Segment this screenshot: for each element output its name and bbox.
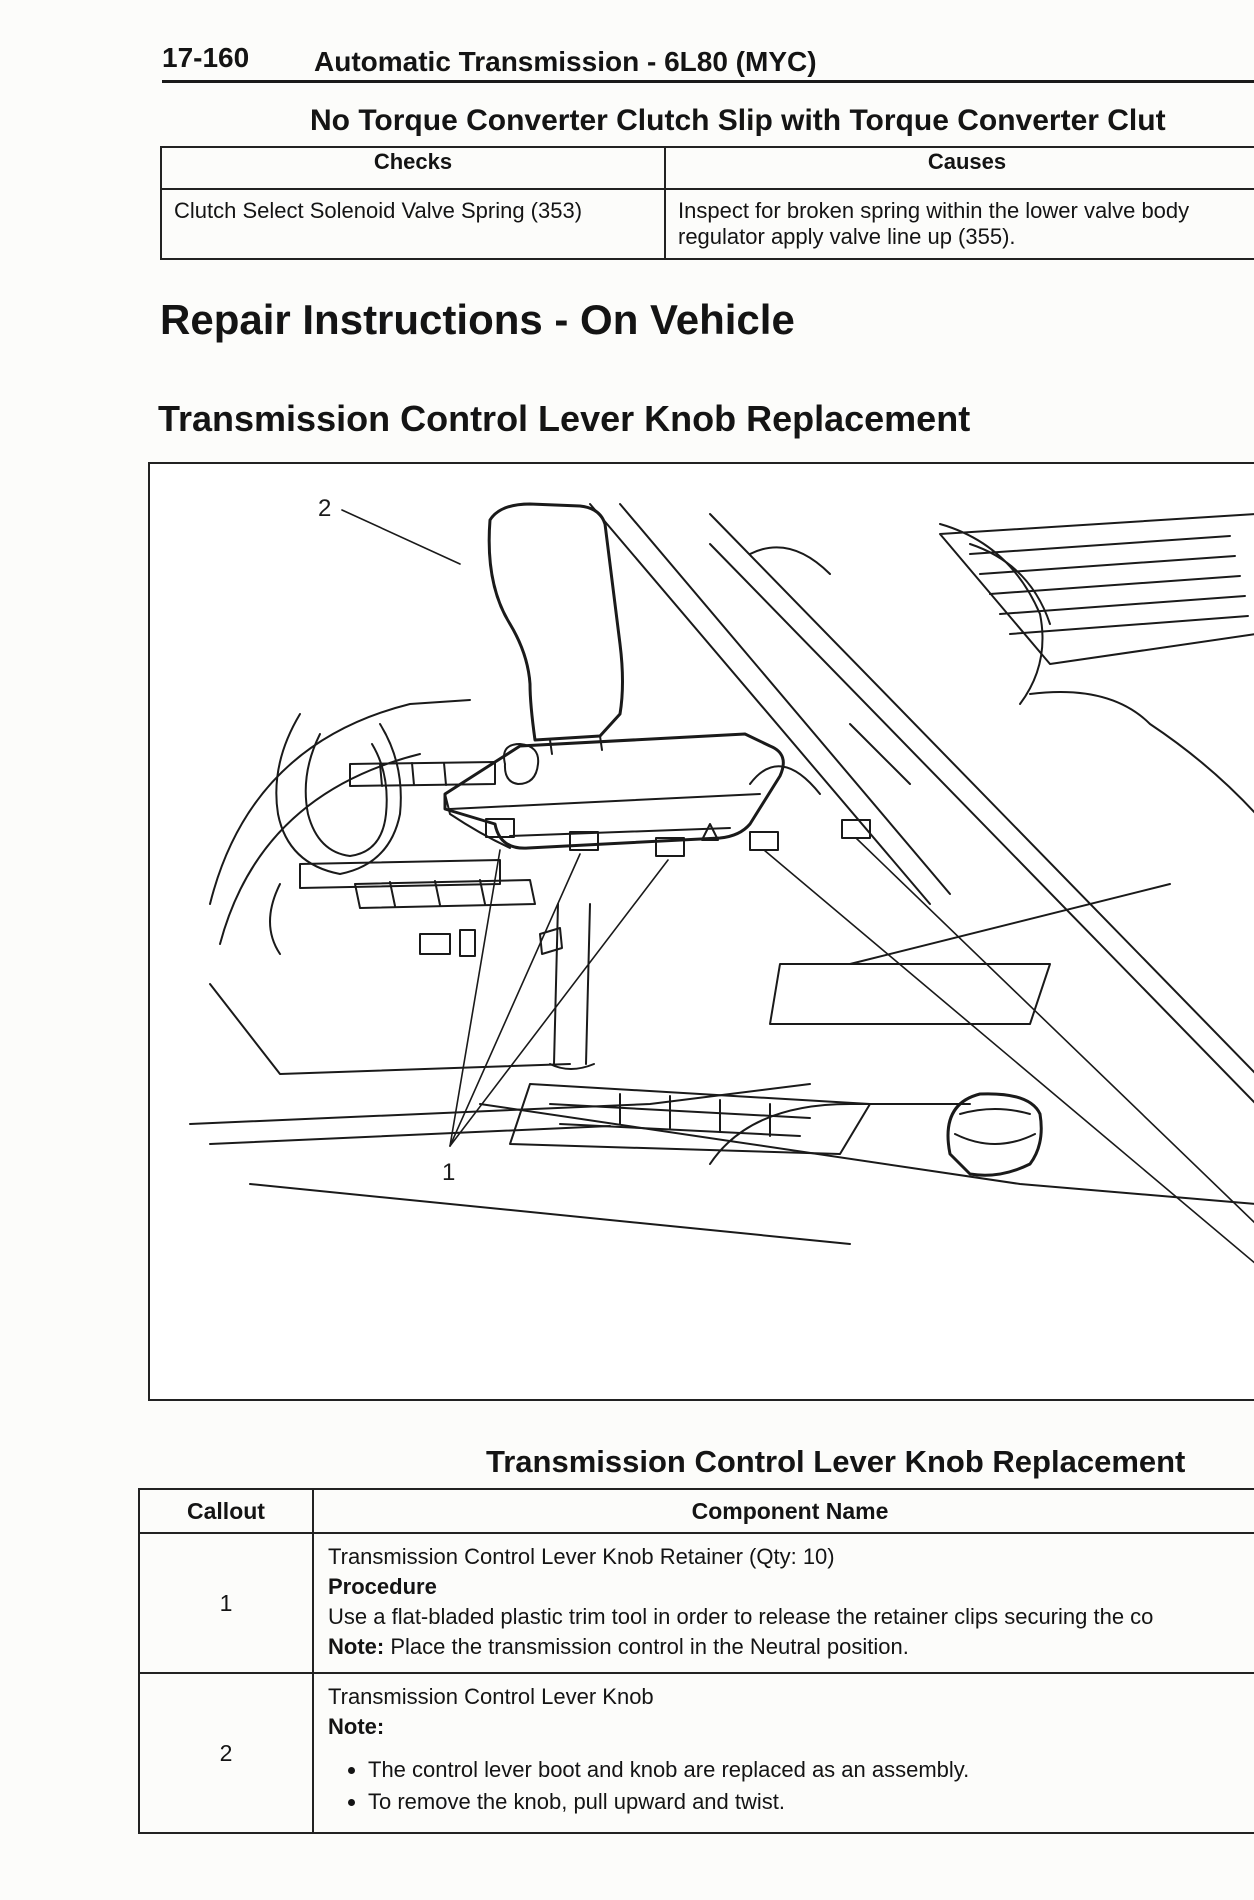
callout-table: Callout Component Name 1 Transmission Co… [138, 1488, 1254, 1834]
shift-lever-shaft [509, 903, 1043, 1177]
header-rule [162, 80, 1254, 83]
check-cell: Clutch Select Solenoid Valve Spring (353… [160, 188, 666, 260]
illustration-svg: 2 1 [189, 495, 1254, 1264]
table-row: Clutch Select Solenoid Valve Spring (353… [160, 188, 1254, 260]
component-name: Transmission Control Lever Knob [328, 1684, 654, 1709]
note-bullet-list: The control lever boot and knob are repl… [328, 1754, 1254, 1818]
note: Note: Place the transmission control in … [328, 1632, 1254, 1662]
table-header-row: Callout Component Name [138, 1488, 1254, 1534]
column-header-component: Component Name [312, 1488, 1254, 1534]
section-heading: Repair Instructions - On Vehicle [160, 296, 795, 343]
shift-knob [443, 502, 871, 857]
component-cell: Transmission Control Lever Knob Note: Th… [312, 1672, 1254, 1834]
shift-knob-illustration: 2 1 [148, 462, 1254, 1401]
column-header-callout: Callout [138, 1488, 314, 1534]
note-label: Note: [328, 1714, 385, 1739]
component-name: Transmission Control Lever Knob Retainer… [328, 1544, 835, 1569]
diagnostic-table: Checks Causes Clutch Select Solenoid Val… [160, 146, 1254, 260]
table-row: 1 Transmission Control Lever Knob Retain… [138, 1532, 1254, 1674]
diagnostic-table-title: No Torque Converter Clutch Slip with Tor… [310, 104, 1166, 137]
dashboard-outline [189, 699, 1254, 1245]
column-header-checks: Checks [160, 146, 666, 190]
callout-number: 2 [138, 1672, 314, 1834]
callout-label-1: 1 [442, 1159, 455, 1186]
procedure-text: Use a flat-bladed plastic trim tool in o… [328, 1604, 1154, 1629]
table-header-row: Checks Causes [160, 146, 1254, 190]
note-text: Place the transmission control in the Ne… [390, 1634, 909, 1659]
procedure-label: Procedure [328, 1574, 437, 1599]
column-header-causes: Causes [664, 146, 1254, 190]
callout-table-title: Transmission Control Lever Knob Replacem… [486, 1444, 1186, 1479]
component-cell: Transmission Control Lever Knob Retainer… [312, 1532, 1254, 1674]
table-row: 2 Transmission Control Lever Knob Note: … [138, 1672, 1254, 1834]
list-item: To remove the knob, pull upward and twis… [368, 1786, 1254, 1818]
callout-number: 1 [138, 1532, 314, 1674]
callout-label-2: 2 [318, 495, 331, 522]
list-item: The control lever boot and knob are repl… [368, 1754, 1254, 1786]
callout-leaders [341, 509, 1254, 1264]
page-header: 17-160 Automatic Transmission - 6L80 (MY… [162, 42, 1254, 84]
procedure-heading: Transmission Control Lever Knob Replacem… [158, 398, 971, 439]
chapter-title: Automatic Transmission - 6L80 (MYC) [314, 46, 817, 77]
cause-cell: Inspect for broken spring within the low… [664, 188, 1254, 260]
page-number: 17-160 [162, 42, 250, 73]
air-vent [939, 513, 1254, 665]
note-label: Note: [328, 1634, 385, 1659]
